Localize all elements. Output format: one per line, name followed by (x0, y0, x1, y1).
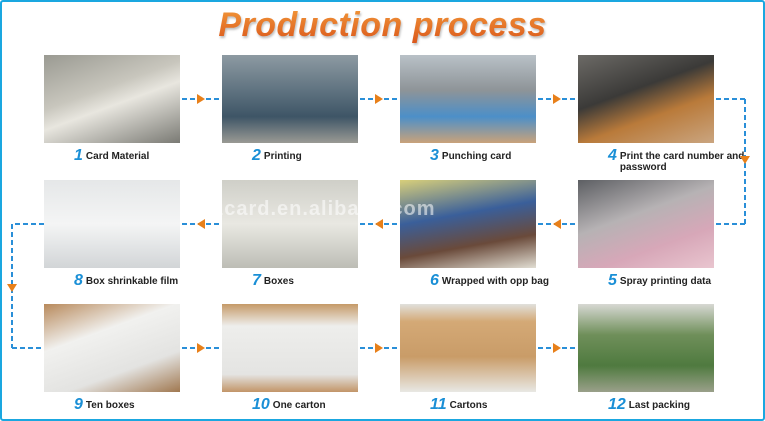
arrow-head-icon (740, 156, 750, 164)
watermark: gzcard.en.alibaba.com (200, 198, 436, 220)
step-text: Box shrinkable film (85, 276, 179, 287)
step-photo (222, 55, 358, 143)
step-text: Spray printing data (619, 276, 712, 287)
page-title: Production process (0, 6, 765, 45)
step-text: Last packing (628, 400, 690, 411)
step-number: 7 (252, 272, 261, 289)
arrow-head-icon (375, 94, 383, 104)
step-text: Print the card number and password (619, 151, 745, 173)
step-photo (222, 180, 358, 268)
step-number: 8 (74, 272, 83, 289)
arrow-head-icon (197, 219, 205, 229)
step-photo (578, 180, 714, 268)
step-text: One carton (272, 400, 326, 411)
step-number: 4 (608, 147, 617, 164)
arrow-head-icon (553, 343, 561, 353)
step-photo (44, 304, 180, 392)
step-number: 5 (608, 272, 617, 289)
step-photo (578, 304, 714, 392)
step-number: 9 (74, 396, 83, 413)
step-number: 3 (430, 147, 439, 164)
step-number: 1 (74, 147, 83, 164)
arrow-head-icon (7, 284, 17, 292)
step-photo (44, 55, 180, 143)
step-text: Ten boxes (85, 400, 135, 411)
step-text: Wrapped with opp bag (441, 276, 549, 287)
step-photo (400, 180, 536, 268)
step-text: Printing (263, 151, 302, 162)
step-photo (400, 304, 536, 392)
arrow-head-icon (197, 343, 205, 353)
step-number: 2 (252, 147, 261, 164)
step-number: 10 (252, 396, 270, 413)
step-number: 6 (430, 272, 439, 289)
step-text: Boxes (263, 276, 294, 287)
step-text: Card Material (85, 151, 150, 162)
step-photo (400, 55, 536, 143)
step-number: 11 (430, 396, 447, 413)
step-photo (578, 55, 714, 143)
step-number: 12 (608, 396, 626, 413)
arrow-head-icon (197, 94, 205, 104)
step-text: Cartons (449, 400, 488, 411)
arrow-head-icon (553, 219, 561, 229)
arrow-head-icon (375, 343, 383, 353)
step-photo (44, 180, 180, 268)
step-photo (222, 304, 358, 392)
arrow-head-icon (553, 94, 561, 104)
arrow-head-icon (375, 219, 383, 229)
step-text: Punching card (441, 151, 512, 162)
